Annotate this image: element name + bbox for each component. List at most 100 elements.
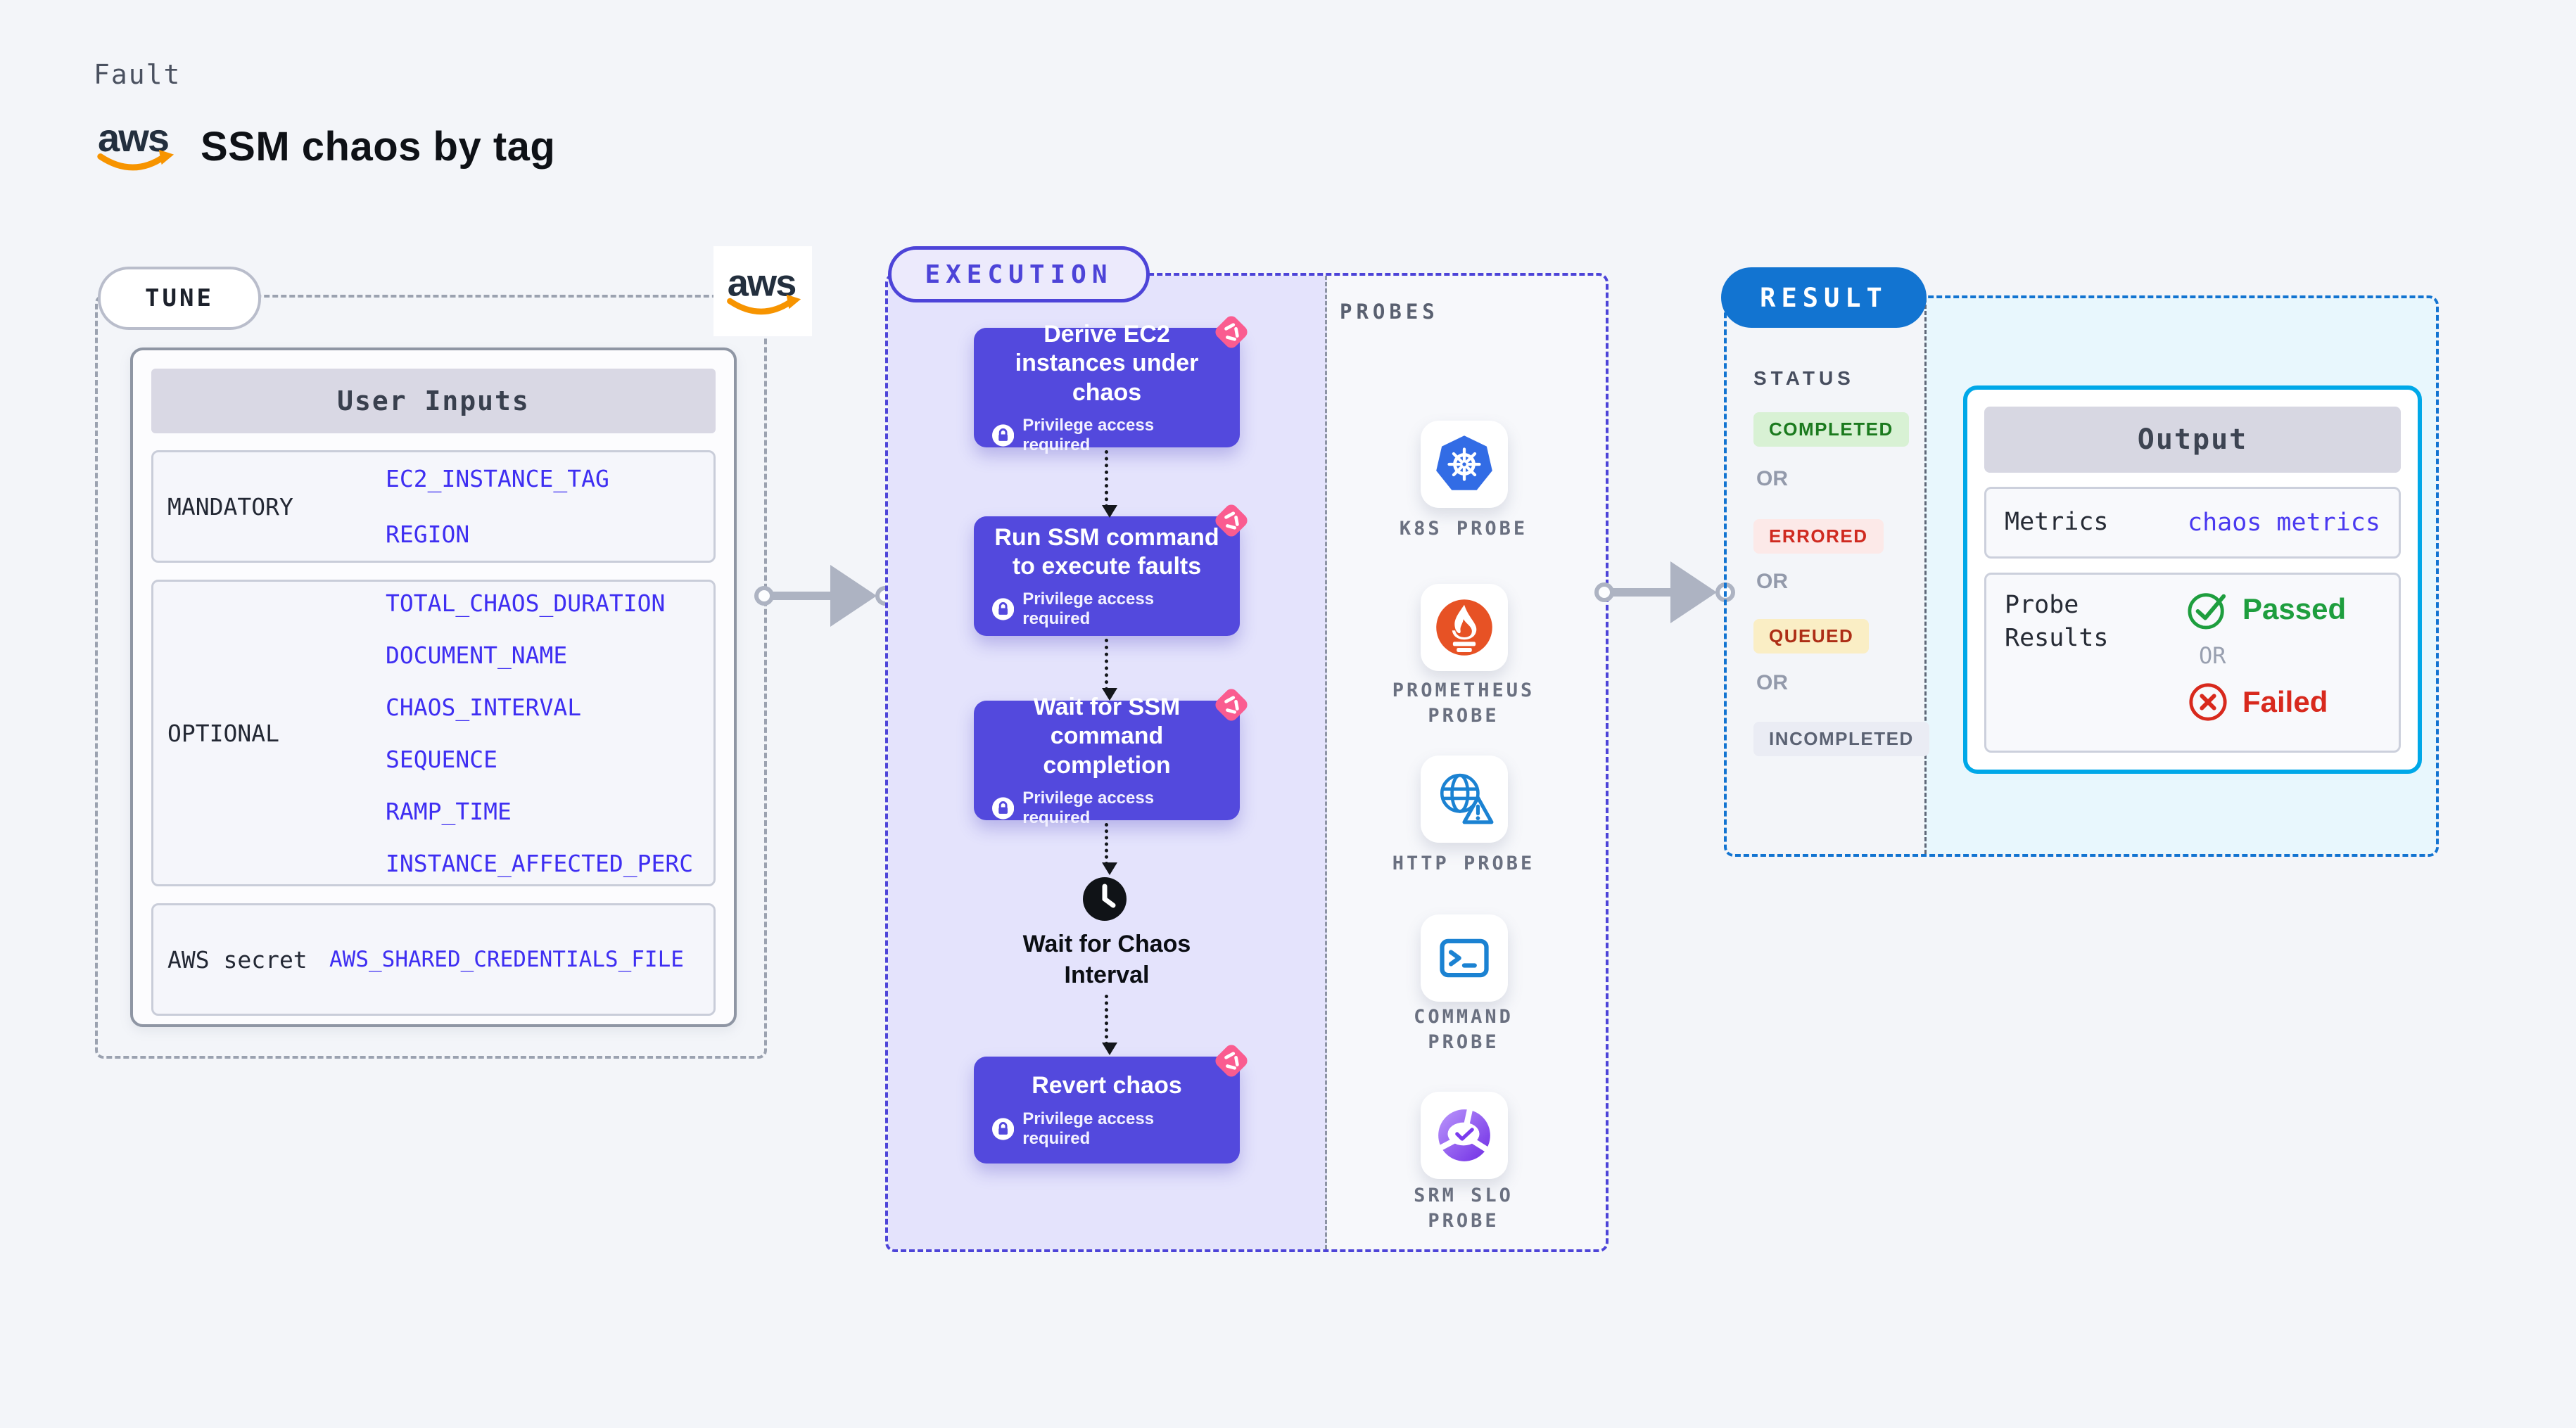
probe-results-label: Probe Results (2005, 591, 2109, 653)
tune-badge: TUNE (98, 267, 261, 330)
arrow-head-icon (830, 565, 877, 627)
privilege-text: Privilege access required (1022, 416, 1155, 455)
row-values: EC2_INSTANCE_TAG REGION (386, 465, 609, 548)
status-badge-incompleted: INCOMPLETED (1753, 722, 1929, 756)
input-variable: EC2_INSTANCE_TAG (386, 465, 609, 492)
output-card: Output Metrics chaos metrics Probe Resul… (1963, 385, 2422, 774)
status-badge-completed: COMPLETED (1753, 412, 1909, 447)
wait-interval-line2: Interval (1064, 962, 1150, 989)
execution-to-result-arrow (1594, 560, 1735, 625)
table-row-optional: OPTIONAL TOTAL_CHAOS_DURATION DOCUMENT_N… (151, 580, 716, 886)
output-metrics-row: Metrics chaos metrics (1984, 487, 2401, 559)
probe-card-srm-slo (1421, 1092, 1508, 1179)
probe-label-line: PROBE (1428, 704, 1499, 727)
probe-label: PROMETHEUS PROBE (1358, 678, 1569, 728)
flow-arrow-down-icon (1102, 995, 1117, 1055)
probe-label-line: PROBE (1428, 1209, 1499, 1232)
probe-card-k8s (1421, 421, 1508, 508)
privilege-text: Privilege access required (1022, 1109, 1155, 1148)
input-variable: RAMP_TIME (386, 797, 512, 825)
privilege-note: Privilege access required (992, 1109, 1222, 1149)
globe-warning-icon (1440, 773, 1494, 824)
probes-title: PROBES (1340, 300, 1439, 324)
row-label: AWS secret (167, 945, 307, 974)
tune-to-execution-arrow (754, 563, 895, 628)
lock-icon (992, 1117, 1015, 1140)
check-circle-icon (2188, 593, 2226, 630)
title-row: SSM chaos by tag (94, 110, 555, 183)
lock-icon (992, 598, 1015, 621)
user-inputs-table: User Inputs MANDATORY EC2_INSTANCE_TAG R… (130, 348, 737, 1027)
x-circle-icon (2189, 683, 2227, 721)
status-badge-errored: ERRORED (1753, 519, 1884, 554)
input-variable: INSTANCE_AFFECTED_PERC (386, 849, 694, 877)
input-variable: DOCUMENT_NAME (386, 641, 568, 669)
or-label: OR (2199, 642, 2226, 669)
tune-section-frame (95, 295, 767, 1059)
status-badge-queued: QUEUED (1753, 619, 1870, 654)
input-variable: CHAOS_INTERVAL (386, 693, 582, 721)
step-revert-chaos: Revert chaos Privilege access required (974, 1057, 1240, 1164)
terminal-icon (1440, 938, 1489, 978)
chaos-badge-icon (1212, 1041, 1251, 1080)
step-run-ssm: Run SSM command to execute faults Privil… (974, 516, 1240, 636)
probe-label: K8S PROBE (1358, 516, 1569, 542)
lock-icon (992, 797, 1015, 820)
metrics-value: chaos metrics (2188, 509, 2380, 537)
input-variable: TOTAL_CHAOS_DURATION (386, 589, 666, 617)
probe-label-line: COMMAND (1414, 1006, 1514, 1028)
probe-label: HTTP PROBE (1358, 851, 1569, 876)
chaos-badge-icon (1212, 501, 1251, 540)
aws-logo-icon (94, 115, 175, 177)
row-values: TOTAL_CHAOS_DURATION DOCUMENT_NAME CHAOS… (386, 589, 693, 877)
arrow-line (1610, 588, 1683, 597)
privilege-text: Privilege access required (1022, 789, 1155, 828)
input-variable: REGION (386, 521, 470, 548)
step-title: Wait for SSM command completion (1033, 693, 1181, 779)
failed-label: Failed (2242, 685, 2328, 718)
aws-logo-icon (723, 261, 802, 321)
or-label: OR (1756, 671, 1788, 694)
output-header: Output (1984, 407, 2401, 473)
flow-arrow-down-icon (1102, 823, 1117, 875)
privilege-note: Privilege access required (992, 789, 1222, 828)
row-values: AWS_SHARED_CREDENTIALS_FILE (329, 947, 684, 972)
step-wait-ssm: Wait for SSM command completion Privileg… (974, 701, 1240, 827)
table-row-mandatory: MANDATORY EC2_INSTANCE_TAG REGION (151, 450, 716, 563)
probe-label-line: HTTP PROBE (1392, 853, 1535, 874)
row-label: OPTIONAL (167, 719, 279, 747)
privilege-note: Privilege access required (992, 589, 1222, 629)
arrow-head-icon (1670, 561, 1717, 623)
output-probe-results-row: Probe Results Passed OR Faile (1984, 573, 2401, 753)
passed-row: Passed (2188, 589, 2346, 630)
table-row-aws-secret: AWS secret AWS_SHARED_CREDENTIALS_FILE (151, 903, 716, 1016)
row-label: MANDATORY (167, 492, 293, 521)
probe-label: SRM SLO PROBE (1358, 1183, 1569, 1233)
clock-icon (1082, 876, 1127, 922)
chaos-badge-icon (1212, 685, 1251, 725)
flow-arrow-down-icon (1102, 639, 1117, 701)
passed-label: Passed (2242, 592, 2347, 625)
arrow-endpoint-icon (754, 586, 774, 606)
user-inputs-header: User Inputs (151, 369, 716, 433)
flow-arrow-down-icon (1102, 450, 1117, 518)
probe-card-http (1421, 756, 1508, 843)
probe-label-line: PROMETHEUS (1392, 680, 1535, 701)
privilege-text: Privilege access required (1022, 589, 1155, 629)
input-variable: SEQUENCE (386, 745, 497, 773)
status-title: STATUS (1753, 367, 1855, 389)
result-badge: RESULT (1721, 267, 1927, 328)
probe-label-line: K8S PROBE (1399, 518, 1528, 540)
lock-icon (992, 424, 1015, 447)
arrow-line (770, 592, 843, 600)
metrics-label: Metrics (2005, 508, 2109, 537)
slo-donut-icon (1438, 1108, 1490, 1161)
aws-corner-logo (713, 246, 812, 336)
arrow-endpoint-icon (1594, 582, 1614, 602)
wait-interval-line1: Wait for Chaos (1022, 931, 1191, 957)
step-title: Revert chaos (1032, 1072, 1182, 1099)
input-variable: AWS_SHARED_CREDENTIALS_FILE (329, 947, 684, 972)
probe-results-values: Passed OR Failed (2188, 589, 2346, 722)
step-title: Derive EC2 instances under chaos (1015, 320, 1199, 406)
